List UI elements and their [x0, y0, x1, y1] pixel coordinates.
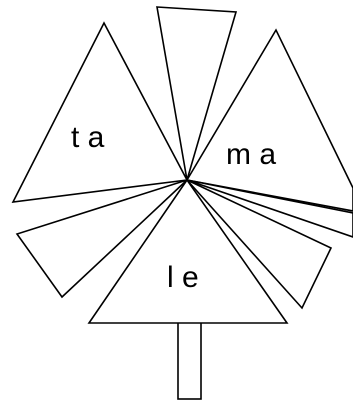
stem [178, 321, 201, 399]
label-right: m a [226, 138, 276, 171]
label-bottom: l e [167, 261, 199, 294]
petal-upper-left [13, 23, 187, 202]
label-left: t a [71, 121, 105, 154]
